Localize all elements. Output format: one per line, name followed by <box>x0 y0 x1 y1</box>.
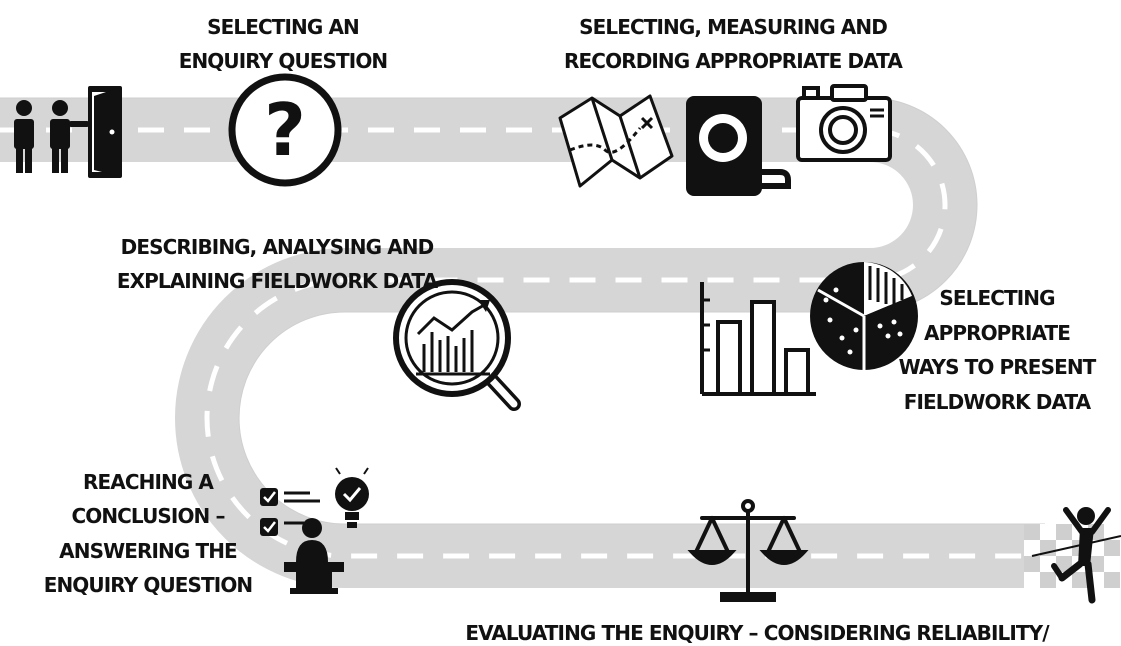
label-line: APPROPRIATE <box>924 321 1070 345</box>
label-line: ENQUIRY QUESTION <box>179 49 388 73</box>
stage-label-measuring-recording: SELECTING, MEASURING AND RECORDING APPRO… <box>564 15 904 73</box>
road-markings <box>0 127 1045 559</box>
label-line: WAYS TO PRESENT <box>899 355 1097 379</box>
question-circle-icon: ? <box>228 73 342 187</box>
label-line: CONCLUSION – <box>71 504 224 528</box>
label-line: ENQUIRY QUESTION <box>44 573 253 597</box>
conclusion-icon <box>260 467 369 594</box>
label-line: RECORDING APPROPRIATE DATA <box>564 49 903 73</box>
tape-measure-icon <box>686 96 791 196</box>
finish-runner-icon <box>1031 507 1121 604</box>
camera-icon <box>796 84 892 162</box>
stage-label-evaluating: EVALUATING THE ENQUIRY – CONSIDERING REL… <box>465 621 1051 645</box>
stage-label-analysing: DESCRIBING, ANALYSING AND EXPLAINING FIE… <box>117 235 440 293</box>
finish-line <box>1024 524 1121 588</box>
stage-label-enquiry-question: SELECTING AN ENQUIRY QUESTION <box>179 15 388 73</box>
stage-label-presenting: SELECTING APPROPRIATE WAYS TO PRESENT FI… <box>899 286 1098 414</box>
label-line: FIELDWORK DATA <box>904 390 1092 414</box>
svg-text:?: ? <box>264 88 306 172</box>
road <box>0 97 1045 588</box>
label-line: ANSWERING THE <box>59 539 237 563</box>
label-line: EVALUATING THE ENQUIRY – CONSIDERING REL… <box>465 621 1050 645</box>
people-door-icon <box>14 86 122 178</box>
stage-label-conclusion: REACHING A CONCLUSION – ANSWERING THE EN… <box>44 470 253 597</box>
label-line: DESCRIBING, ANALYSING AND <box>121 235 434 259</box>
magnifier-chart-icon <box>393 279 521 411</box>
label-line: EXPLAINING FIELDWORK DATA <box>117 269 439 293</box>
map-icon <box>558 94 674 188</box>
label-line: SELECTING <box>939 286 1054 310</box>
label-line: SELECTING, MEASURING AND <box>579 15 887 39</box>
label-line: REACHING A <box>83 470 214 494</box>
bar-chart-icon <box>700 282 816 396</box>
scales-icon <box>687 499 809 602</box>
road-edge-top <box>0 97 1045 525</box>
label-line: SELECTING AN <box>207 15 359 39</box>
pie-chart-icon <box>810 262 918 370</box>
